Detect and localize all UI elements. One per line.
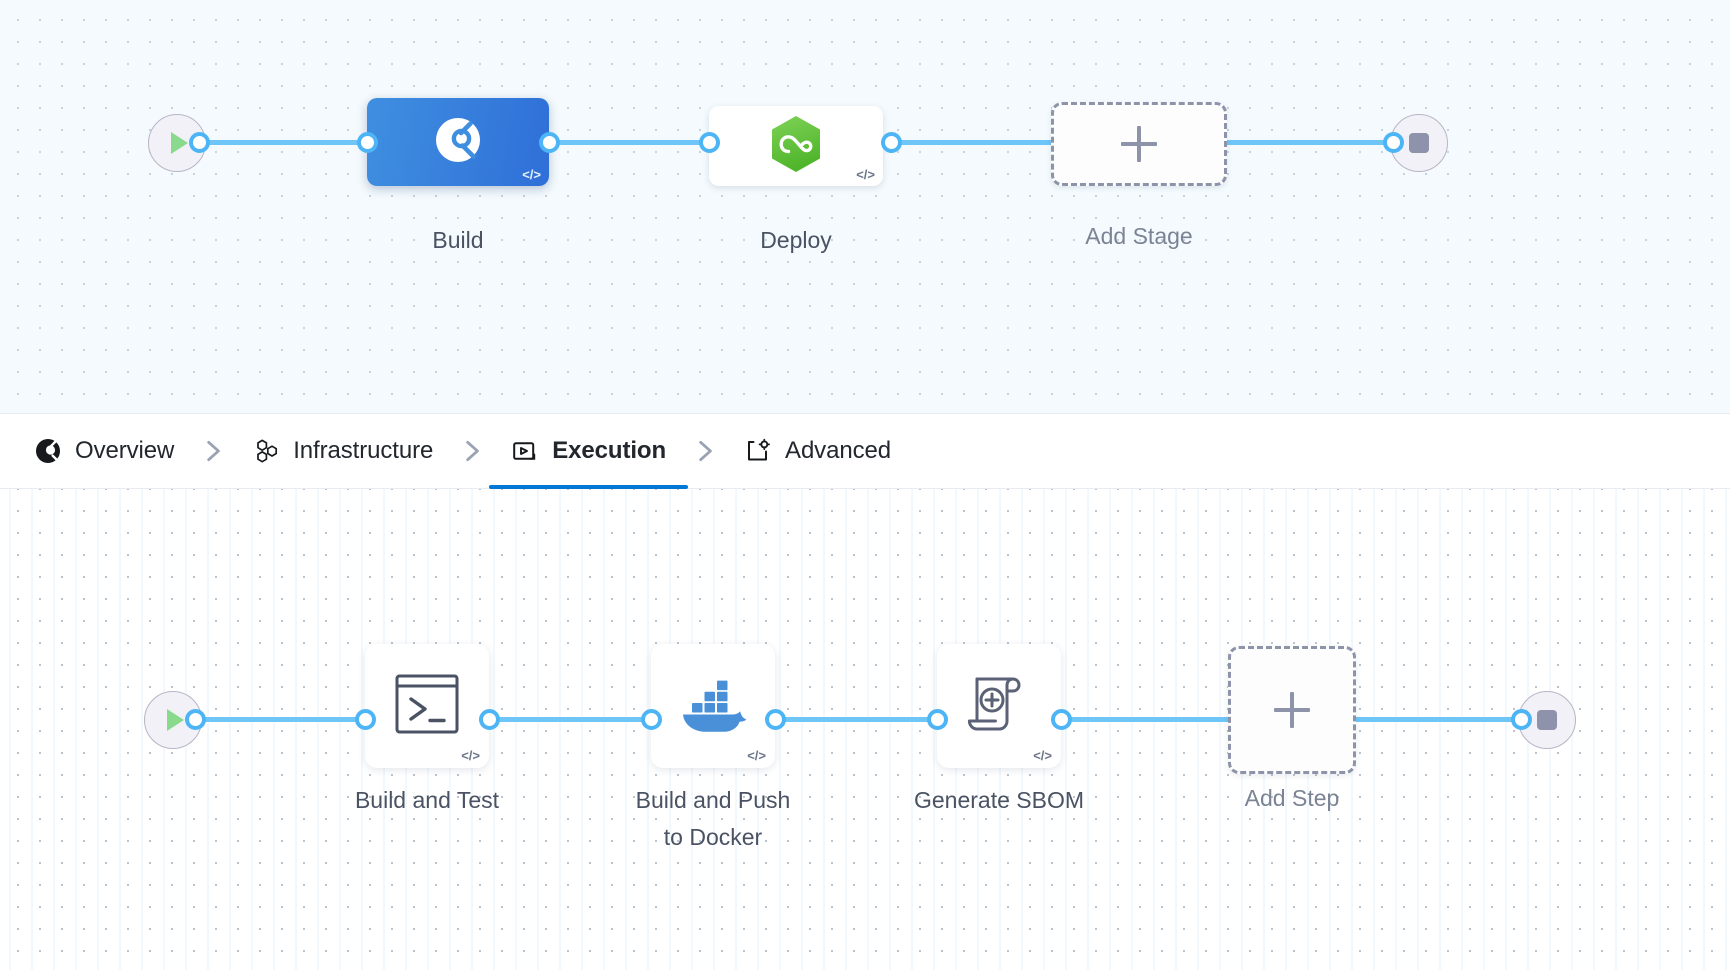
- stage-label-add-stage: Add Stage: [1085, 223, 1193, 249]
- tab-advanced[interactable]: Advanced: [740, 413, 895, 489]
- tab-execution-label: Execution: [552, 437, 667, 464]
- tab-separator-2: [437, 438, 507, 464]
- plus-icon: [1274, 692, 1310, 728]
- stage-port-end-in[interactable]: [1383, 132, 1404, 153]
- stage-code-badge-build[interactable]: </>: [522, 167, 541, 182]
- harness-ci-icon: [432, 114, 484, 171]
- stage-port-deploy-in[interactable]: [699, 132, 720, 153]
- tab-advanced-label: Advanced: [785, 437, 891, 464]
- pipeline-stage-canvas[interactable]: </> Build </>: [0, 0, 1730, 413]
- play-icon: [167, 709, 184, 731]
- hexagons-icon: [252, 437, 280, 465]
- step-link-addstep-end: [1354, 717, 1524, 722]
- tab-overview-label: Overview: [75, 437, 175, 464]
- stage-port-start-out[interactable]: [189, 132, 210, 153]
- execution-play-box-icon: [511, 437, 539, 465]
- step-port-buildtest-in[interactable]: [355, 709, 376, 730]
- step-label-build-and-test: Build and Test: [354, 787, 500, 813]
- harness-cd-hexagon-infinity-icon: [769, 115, 823, 178]
- step-label-generate-sbom: Generate SBOM: [913, 787, 1085, 813]
- step-label-build-and-push-to-docker: Build and Push to Docker: [635, 787, 791, 850]
- stage-node-build[interactable]: </>: [367, 98, 549, 186]
- tab-overview[interactable]: Overview: [30, 413, 178, 489]
- step-code-badge-build-and-test[interactable]: </>: [461, 748, 480, 763]
- tab-separator-1: [178, 438, 248, 464]
- step-port-sbom-out[interactable]: [1051, 709, 1072, 730]
- plus-icon: [1121, 126, 1157, 162]
- stage-config-tabs: Overview Infrastructure: [0, 413, 1730, 489]
- step-link-docker-sbom: [770, 717, 944, 722]
- step-port-sbom-in[interactable]: [927, 709, 948, 730]
- stage-node-add-stage[interactable]: [1051, 102, 1227, 186]
- stage-port-deploy-out[interactable]: [881, 132, 902, 153]
- stage-node-deploy[interactable]: </>: [709, 106, 883, 186]
- step-port-docker-in[interactable]: [641, 709, 662, 730]
- stage-port-build-in[interactable]: [357, 132, 378, 153]
- overview-circle-icon: [34, 437, 62, 465]
- scroll-plus-icon: [965, 671, 1033, 742]
- play-icon: [171, 132, 188, 154]
- tab-separator-3: [670, 438, 740, 464]
- stage-link-deploy-addstage: [880, 140, 1062, 145]
- advanced-gear-box-icon: [744, 437, 772, 465]
- tab-infrastructure-label: Infrastructure: [293, 437, 434, 464]
- tab-execution[interactable]: Execution: [489, 413, 688, 489]
- docker-whale-icon: [675, 673, 751, 740]
- stage-label-deploy: Deploy: [760, 227, 832, 253]
- step-node-build-and-push-to-docker[interactable]: </>: [651, 644, 775, 768]
- stage-link-addstage-end: [1222, 140, 1394, 145]
- stage-link-start-build: [196, 140, 376, 145]
- step-link-start-buildtest: [192, 717, 364, 722]
- stop-icon: [1409, 133, 1429, 153]
- step-link-buildtest-docker: [484, 717, 656, 722]
- stage-code-badge-deploy[interactable]: </>: [856, 167, 875, 182]
- step-code-badge-generate-sbom[interactable]: </>: [1033, 748, 1052, 763]
- step-link-sbom-addstep: [1062, 717, 1232, 722]
- stop-icon: [1537, 710, 1557, 730]
- step-port-start-out[interactable]: [185, 709, 206, 730]
- step-code-badge-build-and-push-to-docker[interactable]: </>: [747, 748, 766, 763]
- step-port-end-in[interactable]: [1511, 709, 1532, 730]
- step-node-add-step[interactable]: [1228, 646, 1356, 774]
- terminal-icon: [394, 673, 460, 740]
- execution-step-canvas[interactable]: </> Build and Test: [0, 489, 1730, 970]
- step-label-add-step: Add Step: [1244, 785, 1340, 811]
- step-port-buildtest-out[interactable]: [479, 709, 500, 730]
- step-node-build-and-test[interactable]: </>: [365, 644, 489, 768]
- stage-link-build-deploy: [540, 140, 718, 145]
- tab-infrastructure[interactable]: Infrastructure: [248, 413, 437, 489]
- stage-label-build: Build: [432, 227, 484, 253]
- stage-port-build-out[interactable]: [539, 132, 560, 153]
- step-node-generate-sbom[interactable]: </>: [937, 644, 1061, 768]
- step-port-docker-out[interactable]: [765, 709, 786, 730]
